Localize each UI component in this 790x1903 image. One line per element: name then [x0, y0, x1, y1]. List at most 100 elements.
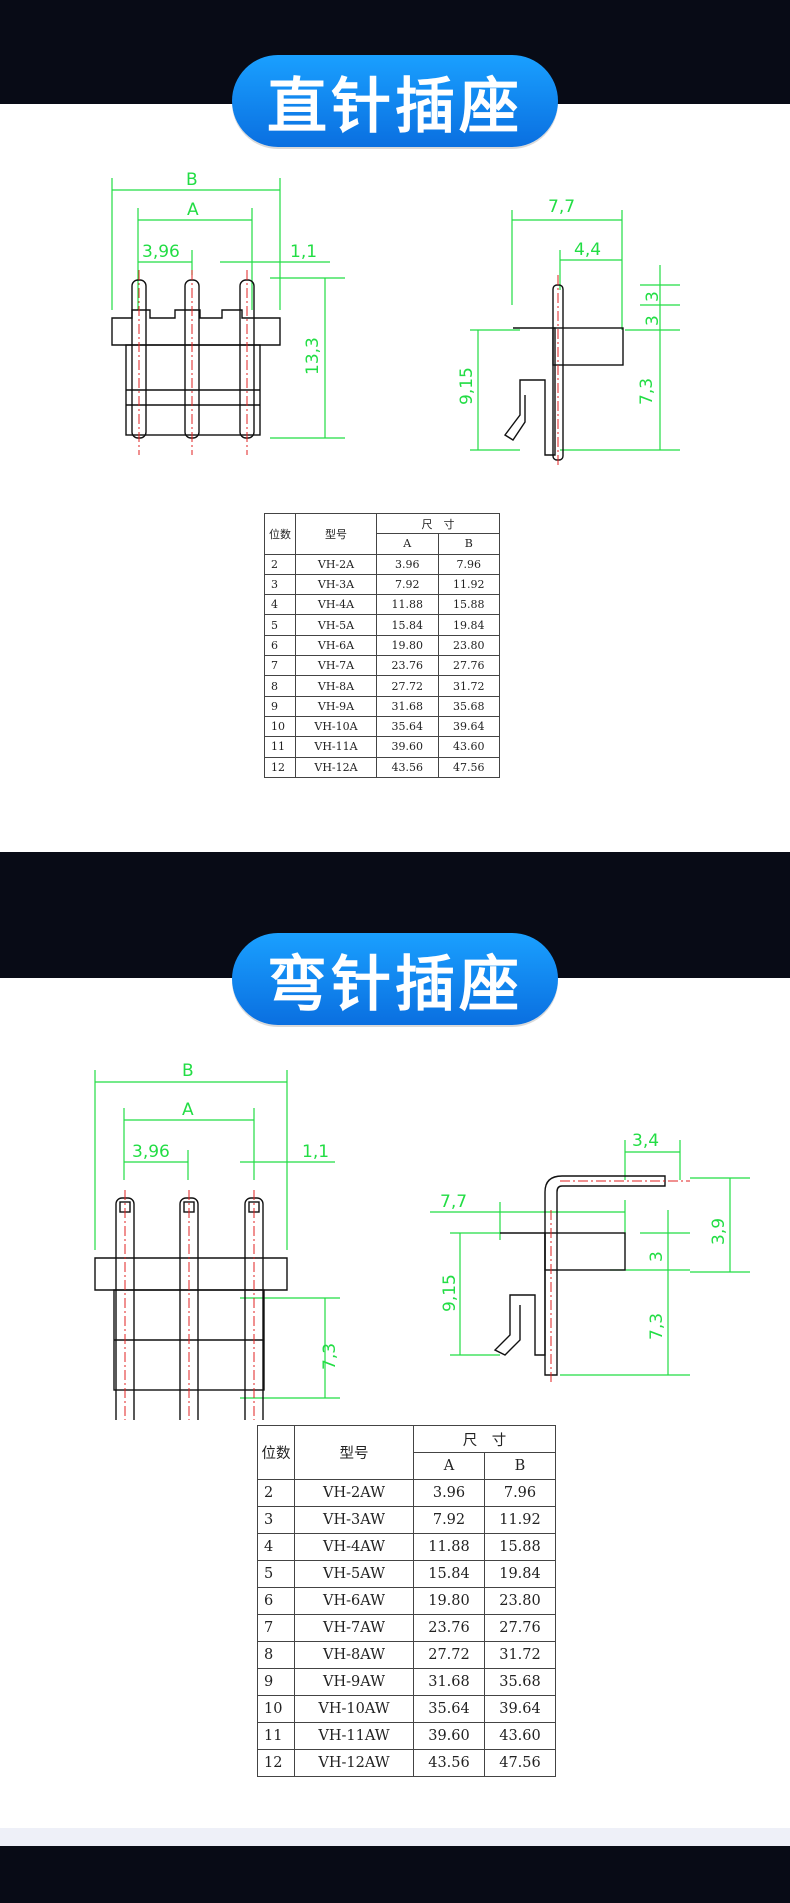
table-cell-b: 23.80 [484, 1587, 556, 1615]
table-col-a: A [376, 533, 439, 555]
dim-side-h2-label: 9,15 [440, 1274, 460, 1312]
section-title-bent: 弯针插座 [232, 933, 558, 1025]
dim-side-w2-label: 4,4 [574, 240, 601, 260]
table-cell-model: VH-6AW [294, 1587, 414, 1615]
table-cell-model: VH-5A [295, 614, 377, 636]
table2-head-model: 型号 [294, 1425, 414, 1480]
dim-3a-label: 3 [643, 291, 663, 302]
table-cell-b: 39.64 [437, 715, 500, 738]
table-cell-pos: 12 [264, 756, 296, 778]
table-cell-a: 19.80 [413, 1587, 485, 1615]
table-cell-b: 39.64 [484, 1695, 556, 1723]
table-cell-model: VH-2AW [294, 1479, 414, 1507]
dim-b-label: B [186, 170, 198, 190]
table-cell-model: VH-9AW [294, 1668, 414, 1696]
table-cell-model: VH-3AW [294, 1506, 414, 1534]
dim-offset-label: 1,1 [290, 242, 317, 262]
dim-height-label: 13,3 [303, 337, 323, 375]
table-cell-pos: 11 [257, 1722, 295, 1750]
dim-b2-label: B [182, 1061, 194, 1081]
table-cell-b: 47.56 [484, 1749, 556, 1777]
table-cell-a: 39.60 [376, 736, 439, 758]
dim-offset2-label: 1,1 [302, 1142, 329, 1162]
table-cell-model: VH-11A [295, 736, 377, 758]
table-cell-model: VH-10AW [294, 1695, 414, 1723]
table-cell-a: 43.56 [376, 756, 439, 778]
dim-side-w-label: 7,7 [548, 197, 575, 217]
table-cell-a: 27.72 [413, 1641, 485, 1669]
table-cell-a: 23.76 [376, 655, 439, 677]
table-cell-model: VH-7A [295, 655, 377, 677]
table-cell-pos: 4 [264, 594, 296, 616]
table-cell-a: 39.60 [413, 1722, 485, 1750]
table2-head-size: 尺 寸 [413, 1425, 556, 1453]
table-cell-a: 35.64 [376, 715, 439, 738]
table-cell-model: VH-6A [295, 634, 377, 657]
table-cell-pos: 5 [264, 614, 296, 636]
table-cell-b: 7.96 [437, 553, 500, 575]
table-cell-a: 31.68 [376, 695, 439, 717]
table-cell-model: VH-5AW [294, 1560, 414, 1588]
dim-3-label: 3 [647, 1251, 667, 1262]
table-cell-b: 35.68 [437, 695, 500, 717]
table-cell-pos: 11 [264, 736, 296, 758]
section-title-straight: 直针插座 [232, 55, 558, 147]
table-cell-a: 43.56 [413, 1749, 485, 1777]
table-cell-pos: 8 [257, 1641, 295, 1669]
bottom-dark-band [0, 1846, 790, 1903]
table-cell-b: 31.72 [437, 675, 500, 697]
table-cell-model: VH-11AW [294, 1722, 414, 1750]
table-cell-b: 43.60 [484, 1722, 556, 1750]
table-cell-b: 43.60 [437, 736, 500, 758]
table-cell-pos: 3 [257, 1506, 295, 1534]
table-cell-b: 15.88 [484, 1533, 556, 1561]
table-cell-model: VH-12A [295, 756, 377, 778]
table2-head-pos: 位数 [257, 1425, 295, 1480]
table-cell-pos: 7 [264, 655, 296, 677]
table-cell-model: VH-3A [295, 573, 377, 596]
table-cell-model: VH-4AW [294, 1533, 414, 1561]
table-cell-model: VH-10A [295, 715, 377, 738]
table-cell-pos: 5 [257, 1560, 295, 1588]
table-cell-model: VH-8AW [294, 1641, 414, 1669]
table-cell-a: 15.84 [376, 614, 439, 636]
table-cell-pos: 7 [257, 1614, 295, 1642]
table-cell-pos: 10 [264, 715, 296, 738]
dim-height2-label: 7,3 [320, 1343, 340, 1370]
table-cell-b: 11.92 [437, 573, 500, 596]
table-cell-pos: 12 [257, 1749, 295, 1777]
table-cell-a: 35.64 [413, 1695, 485, 1723]
table-cell-pos: 8 [264, 675, 296, 697]
dim-73b-label: 7,3 [647, 1313, 667, 1340]
table-cell-a: 3.96 [413, 1479, 485, 1507]
table-cell-pos: 2 [257, 1479, 295, 1507]
table-cell-b: 7.96 [484, 1479, 556, 1507]
dim-side-top-label: 3,4 [632, 1131, 659, 1151]
table-cell-a: 15.84 [413, 1560, 485, 1588]
dim-39-label: 3,9 [709, 1218, 729, 1245]
table-cell-model: VH-7AW [294, 1614, 414, 1642]
table2-col-b: B [484, 1452, 556, 1480]
table-cell-model: VH-8A [295, 675, 377, 697]
table-cell-a: 23.76 [413, 1614, 485, 1642]
table-cell-b: 23.80 [437, 634, 500, 657]
dim-3b-label: 3 [643, 315, 663, 326]
table-cell-a: 27.72 [376, 675, 439, 697]
